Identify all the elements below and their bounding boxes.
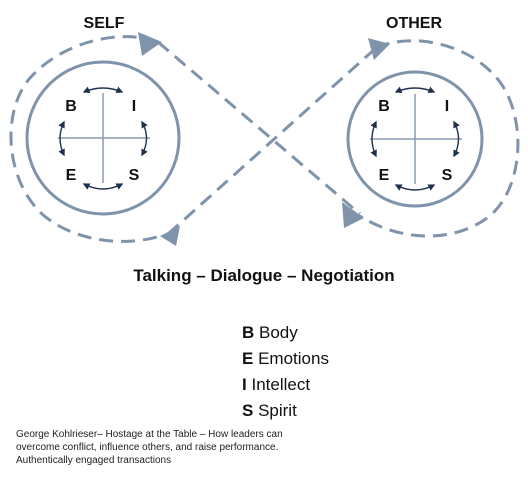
other-quadrant-s: S — [442, 167, 453, 184]
other-arrow-top — [394, 86, 436, 94]
legend-item: S Spirit — [242, 398, 329, 424]
self-circle-group: B I E S — [25, 60, 181, 216]
self-outer-loop — [9, 35, 161, 243]
crossing-line-down — [157, 40, 361, 216]
loop-arrowhead-self-top — [138, 32, 162, 56]
other-quadrant-i: I — [445, 98, 449, 115]
other-label: OTHER — [386, 15, 442, 32]
self-quadrant-s: S — [129, 167, 140, 184]
infinity-loop — [9, 35, 520, 243]
other-circle-group: B I E S — [346, 70, 484, 208]
legend-item: I Intellect — [242, 372, 329, 398]
other-outer-loop — [359, 39, 520, 238]
self-quadrant-e: E — [66, 167, 77, 184]
legend-word: Spirit — [258, 401, 297, 420]
legend-word: Intellect — [251, 375, 311, 394]
self-arrow-left — [58, 120, 65, 157]
self-arrow-right — [141, 120, 148, 157]
citation: George Kohlrieser– Hostage at the Table … — [16, 428, 346, 467]
other-quadrant-e: E — [379, 167, 390, 184]
legend: B Body E Emotions I Intellect S Spirit — [242, 320, 329, 424]
loop-arrowhead-other-top — [368, 38, 390, 60]
subtitle: Talking – Dialogue – Negotiation — [133, 266, 395, 285]
legend-letter: B — [242, 323, 255, 342]
legend-word: Body — [259, 323, 298, 342]
citation-line: overcome conflict, influence others, and… — [16, 442, 279, 453]
legend-word: Emotions — [258, 349, 329, 368]
legend-letter: E — [242, 349, 254, 368]
other-quadrant-b: B — [378, 98, 390, 115]
crossing-line-up — [167, 46, 377, 236]
self-label: SELF — [84, 15, 125, 32]
citation-line: George Kohlrieser– Hostage at the Table … — [16, 429, 283, 440]
other-arrow-bottom — [394, 184, 436, 191]
self-other-diagram: SELF OTHER B I E S B I E S — [9, 15, 520, 246]
other-arrow-right — [453, 120, 460, 158]
other-arrow-left — [370, 120, 377, 158]
legend-item: B Body — [242, 320, 329, 346]
legend-letter: S — [242, 401, 254, 420]
legend-item: E Emotions — [242, 346, 329, 372]
self-quadrant-i: I — [132, 98, 136, 115]
legend-letter: I — [242, 375, 247, 394]
self-arrow-top — [82, 86, 124, 94]
citation-line: Authentically engaged transactions — [16, 455, 172, 466]
loop-arrowhead-other-bottom — [342, 202, 364, 228]
self-quadrant-b: B — [65, 98, 77, 115]
self-arrow-bottom — [82, 183, 124, 190]
loop-arrowhead-self-bottom — [160, 226, 180, 246]
